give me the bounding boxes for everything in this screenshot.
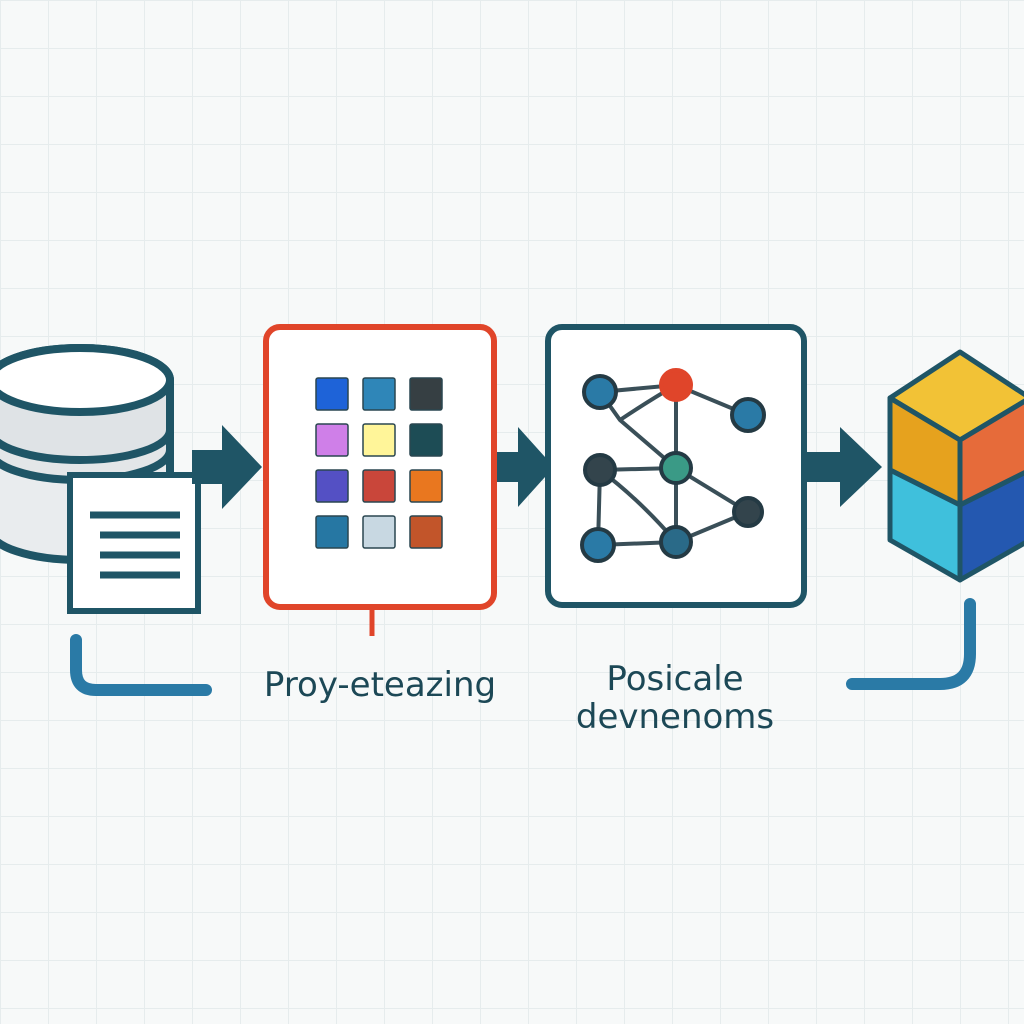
grid-processing-box: [263, 324, 497, 636]
grid-tile: [315, 377, 349, 411]
grid-tile: [315, 469, 349, 503]
database-icon: [0, 344, 174, 564]
grid-icon: [315, 377, 443, 549]
grid-tile: [409, 515, 443, 549]
stage-label-network: Posicale devnenoms: [560, 660, 790, 736]
grid-tile: [362, 423, 396, 457]
stage-label-processing: Proy-eteazing: [263, 665, 497, 705]
arrow-right-icon: [192, 425, 262, 509]
grid-tile: [362, 377, 396, 411]
stage-label-line2: devnenoms: [575, 697, 775, 737]
grid-tile: [362, 469, 396, 503]
grid-tile: [409, 377, 443, 411]
cube-icon: [887, 349, 1024, 583]
bracket-left: [70, 634, 212, 696]
grid-tile: [362, 515, 396, 549]
grid-tile: [315, 423, 349, 457]
grid-tile: [409, 469, 443, 503]
grid-tile: [315, 515, 349, 549]
arrow-right-icon: [800, 427, 882, 507]
bracket-right: [846, 598, 976, 690]
stage-label-line1: Posicale: [606, 659, 744, 699]
network-box: [545, 324, 807, 608]
grid-tile: [409, 423, 443, 457]
document-icon: [67, 472, 201, 614]
arrow-right-icon: [488, 427, 554, 507]
